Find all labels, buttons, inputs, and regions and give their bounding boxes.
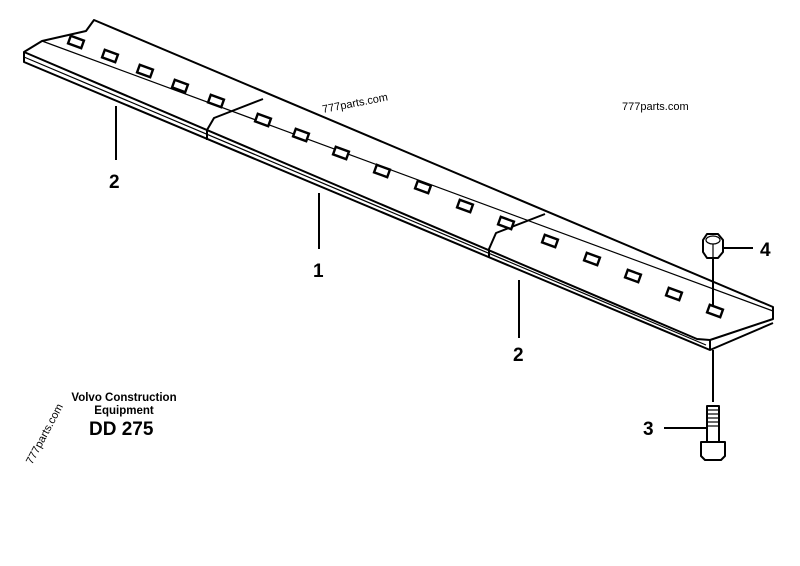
bolt-hole [372,163,392,179]
bolt-part [700,350,726,461]
watermark-top-right: 777parts.com [622,101,689,113]
watermark-top-center: 777parts.com [321,91,389,115]
segment-seam-right [488,213,546,258]
bolt-hole [331,145,351,161]
callout-bolt: 3 [643,419,654,440]
nut-hex [702,233,724,259]
bolt-hole [170,78,190,94]
leader-lines [115,106,753,429]
bolt-hole [206,93,226,109]
cutting-edge-rear-line [41,40,774,312]
bolt-hole [582,251,602,267]
bolt-hole [705,303,725,319]
bolt-hole [66,34,86,50]
bolt-hole [253,112,273,128]
bolt-hole [135,63,155,79]
bolt-hole [413,179,433,195]
segment-seam-left [206,98,264,140]
bolt-hole [455,198,475,214]
bolt-shank [706,405,720,443]
bolt-hole [540,233,560,249]
callout-center-segment: 1 [313,261,324,282]
bolt-holes [66,34,725,319]
title-model: DD 275 [89,419,154,440]
bolt-head [700,441,726,461]
callout-left-segment: 2 [109,172,120,193]
bolt-hole [100,48,120,64]
bolt-hole [291,127,311,143]
callout-right-segment: 2 [513,345,524,366]
cutting-edge-assembly [23,19,774,351]
bolt-hole [623,268,643,284]
watermark-left-rotated: 777parts.com [24,402,66,466]
nut-bore [705,235,721,245]
title-brand-line2: Equipment [94,405,154,417]
cutting-edge-top-face [23,19,774,341]
cutting-edge-bevel-line [23,56,707,346]
bolt-hole [496,215,516,231]
bolt-hole [664,286,684,302]
cutting-edge-bevel-lower [23,52,774,351]
nut-part [702,233,724,306]
callout-nut: 4 [760,240,771,261]
title-brand-line1: Volvo Construction [71,392,176,404]
